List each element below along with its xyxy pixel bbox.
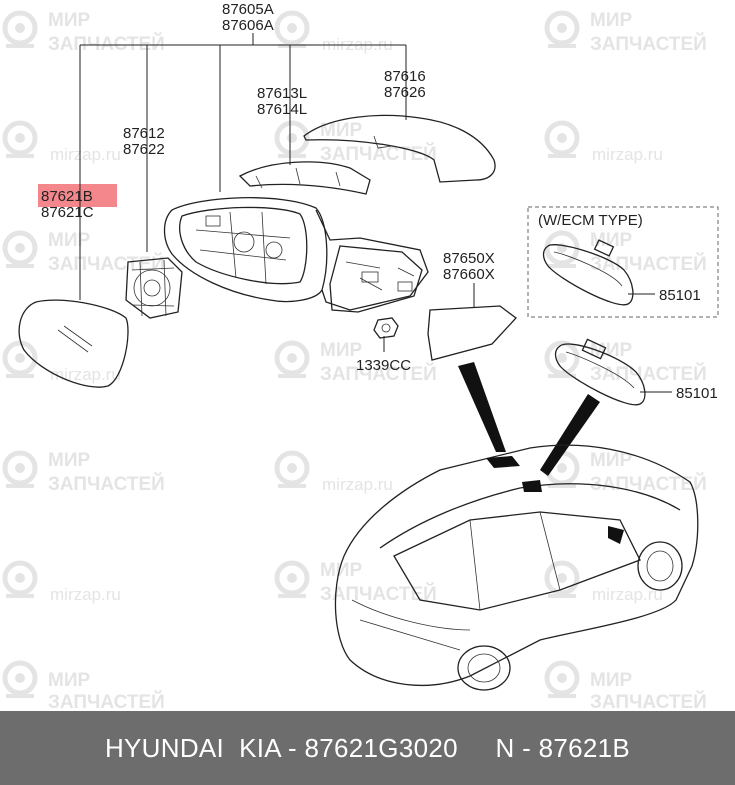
watermark-logo-icon — [2, 120, 38, 158]
callout-cover-cap: 87616 — [384, 68, 426, 85]
watermark-logo-icon — [544, 340, 580, 378]
pointer-arrow — [540, 394, 600, 476]
watermark-logo-icon — [2, 660, 38, 698]
watermark-logo-icon — [544, 10, 580, 48]
cover-cap-part — [303, 114, 496, 183]
watermark-text: МИР — [590, 230, 632, 251]
watermark-logo-icon — [2, 450, 38, 488]
watermark-text: МИР — [48, 10, 90, 31]
watermark-layer: МИР ЗАПЧАСТЕЙ mirzap.ru МИР ЗАПЧАСТЕЙ mi… — [2, 10, 707, 713]
base-cover-part — [427, 305, 517, 361]
watermark-logo-icon — [544, 230, 580, 268]
watermark-text: МИР — [320, 340, 362, 361]
leader-lines — [79, 33, 672, 393]
watermark-text: МИР — [48, 670, 90, 691]
callout-base-cover: 87650X — [443, 250, 495, 267]
mirror-base-part — [329, 245, 423, 313]
callout-base-cover: 87660X — [443, 266, 495, 283]
watermark-logo-icon — [274, 120, 310, 158]
callout-actuator: 87622 — [123, 141, 165, 158]
watermark-logo-icon — [2, 230, 38, 268]
watermark-text: МИР — [320, 120, 362, 141]
pointer-arrow — [458, 362, 506, 452]
watermark-text: ЗАПЧАСТЕЙ — [320, 583, 437, 605]
mirror-glass-part — [18, 299, 129, 388]
watermark-text: ЗАПЧАСТЕЙ — [48, 253, 165, 275]
callout-mirror-glass: 87621B — [41, 188, 93, 205]
ecm-type-box — [527, 206, 719, 318]
watermark-url: mirzap.ru — [592, 145, 663, 164]
nut-part — [373, 317, 399, 339]
watermark-text: МИР — [48, 450, 90, 471]
watermark-logo-icon — [274, 340, 310, 378]
garnish-part — [238, 161, 371, 195]
callout-inside-mirror: 85101 — [676, 385, 718, 402]
watermark-url: mirzap.ru — [50, 585, 121, 604]
callout-actuator: 87612 — [123, 125, 165, 142]
watermark-logo-icon — [2, 340, 38, 378]
watermark-logo-icon — [2, 560, 38, 598]
watermark-text: ЗАПЧАСТЕЙ — [590, 33, 707, 55]
watermark-url: mirzap.ru — [50, 145, 121, 164]
watermark-text: ЗАПЧАСТЕЙ — [48, 473, 165, 495]
watermark-text: ЗАПЧАСТЕЙ — [590, 363, 707, 385]
watermark-text: ЗАПЧАСТЕЙ — [48, 691, 165, 713]
callout-inside-mirror-ecm: 85101 — [659, 287, 701, 304]
watermark-logo-icon — [274, 560, 310, 598]
watermark-text: МИР — [48, 230, 90, 251]
watermark-text: ЗАПЧАСТЕЙ — [590, 253, 707, 275]
mirror-housing-part — [163, 196, 429, 311]
watermark-text: МИР — [590, 450, 632, 471]
inside-mirror-part — [554, 338, 646, 406]
actuator-part — [125, 257, 183, 319]
callout-garnish: 87614L — [257, 101, 307, 118]
watermark-text: МИР — [590, 670, 632, 691]
watermark-text: МИР — [590, 10, 632, 31]
watermark-logo-icon — [274, 10, 310, 48]
callout-cover-cap: 87626 — [384, 84, 426, 101]
watermark-logo-icon — [544, 120, 580, 158]
watermark-text: ЗАПЧАСТЕЙ — [320, 363, 437, 385]
watermark-text: ЗАПЧАСТЕЙ — [590, 473, 707, 495]
footer-text: HYUNDAI KIA - 87621G3020 N - 87621B — [104, 732, 631, 763]
callout-garnish: 87613L — [257, 85, 307, 102]
watermark-logo-icon — [2, 10, 38, 48]
watermark-url: mirzap.ru — [322, 475, 393, 494]
watermark-logo-icon — [544, 660, 580, 698]
callout-main-assembly: 87606A — [222, 17, 274, 34]
watermark-text: ЗАПЧАСТЕЙ — [590, 691, 707, 713]
footer-bar: HYUNDAI KIA - 87621G3020 N - 87621B — [0, 711, 735, 785]
watermark-logo-icon — [274, 450, 310, 488]
callout-mirror-glass: 87621C — [41, 204, 94, 221]
inside-mirror-ecm-part — [542, 239, 634, 306]
callout-nut: 1339CC — [356, 357, 411, 374]
watermark-url: mirzap.ru — [50, 365, 121, 384]
watermark-text: ЗАПЧАСТЕЙ — [320, 143, 437, 165]
highlight-box — [38, 184, 117, 207]
ecm-box-title: (W/ECM TYPE) — [538, 212, 643, 229]
watermark-logo-icon — [544, 560, 580, 598]
watermark-url: mirzap.ru — [592, 585, 663, 604]
mirror-glass-shine — [57, 325, 93, 353]
callout-main-assembly: 87605A — [222, 1, 274, 18]
watermark-text: МИР — [320, 560, 362, 581]
watermark-text: ЗАПЧАСТЕЙ — [48, 33, 165, 55]
car-illustration — [334, 444, 699, 691]
